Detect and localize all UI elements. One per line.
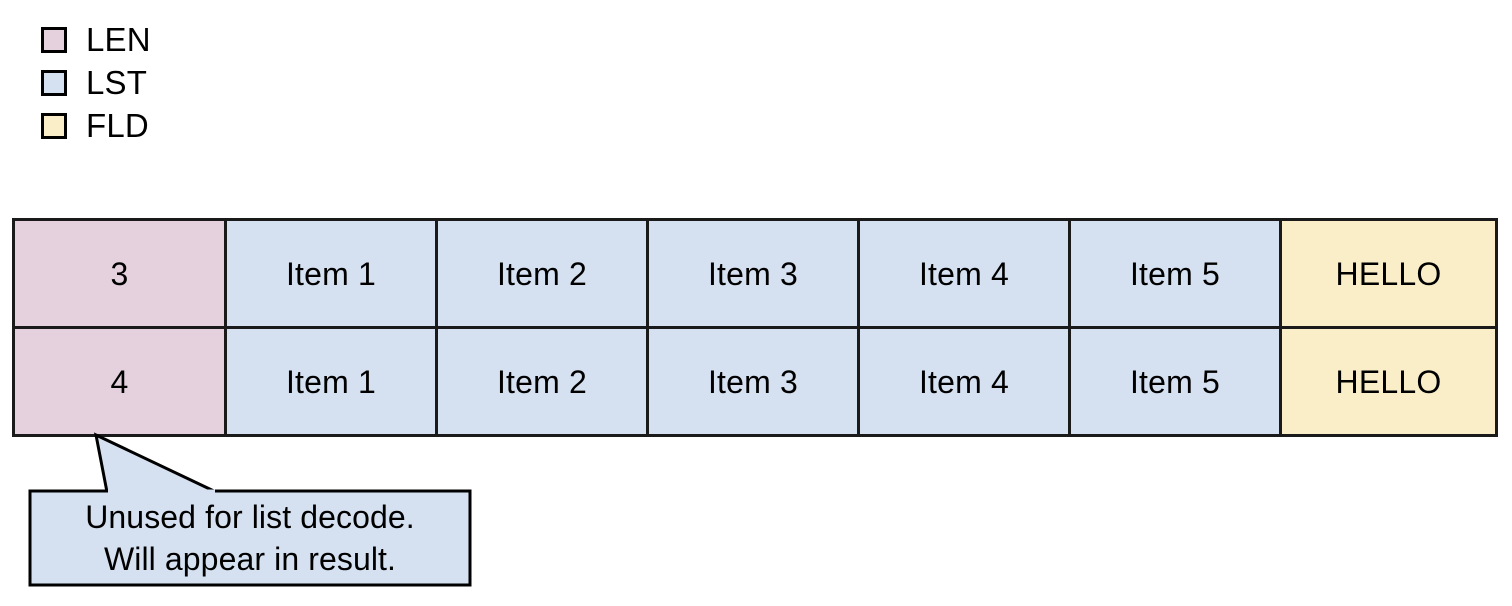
legend-label-len: LEN <box>86 21 151 58</box>
cell-lst-row1-item4: Item 4 <box>857 218 1071 329</box>
legend-item-lst: LST <box>41 61 341 104</box>
cell-lst-row2-item1: Item 1 <box>224 326 438 437</box>
legend: LEN LST FLD <box>41 18 341 147</box>
legend-item-fld: FLD <box>41 104 341 147</box>
cell-lst-row1-item3: Item 3 <box>646 218 860 329</box>
table-row: 3 Item 1 Item 2 Item 3 Item 4 Item 5 HEL… <box>12 218 1498 329</box>
legend-swatch-len-icon <box>41 26 67 53</box>
callout-line-2: Will appear in result. <box>103 541 397 577</box>
legend-swatch-fld-icon <box>41 112 67 139</box>
callout-tail-icon <box>93 432 217 494</box>
cell-fld-row1: HELLO <box>1279 218 1498 329</box>
cell-lst-row2-item2: Item 2 <box>435 326 649 437</box>
table-row: 4 Item 1 Item 2 Item 3 Item 4 Item 5 HEL… <box>12 326 1498 437</box>
legend-label-fld: FLD <box>86 107 149 144</box>
cell-len-row1: 3 <box>12 218 227 329</box>
cell-lst-row2-item4: Item 4 <box>857 326 1071 437</box>
cell-lst-row2-item3: Item 3 <box>646 326 860 437</box>
record-layout-table: 3 Item 1 Item 2 Item 3 Item 4 Item 5 HEL… <box>12 218 1498 437</box>
cell-len-row2: 4 <box>12 326 227 437</box>
cell-lst-row1-item5: Item 5 <box>1068 218 1282 329</box>
legend-label-lst: LST <box>86 64 148 101</box>
cell-lst-row2-item5: Item 5 <box>1068 326 1282 437</box>
callout-text-block: Unused for list decode. Will appear in r… <box>30 491 470 585</box>
legend-swatch-lst-icon <box>41 69 67 96</box>
callout-line-1: Unused for list decode. <box>85 499 415 535</box>
cell-fld-row2: HELLO <box>1279 326 1498 437</box>
cell-lst-row1-item1: Item 1 <box>224 218 438 329</box>
legend-item-len: LEN <box>41 18 341 61</box>
cell-lst-row1-item2: Item 2 <box>435 218 649 329</box>
